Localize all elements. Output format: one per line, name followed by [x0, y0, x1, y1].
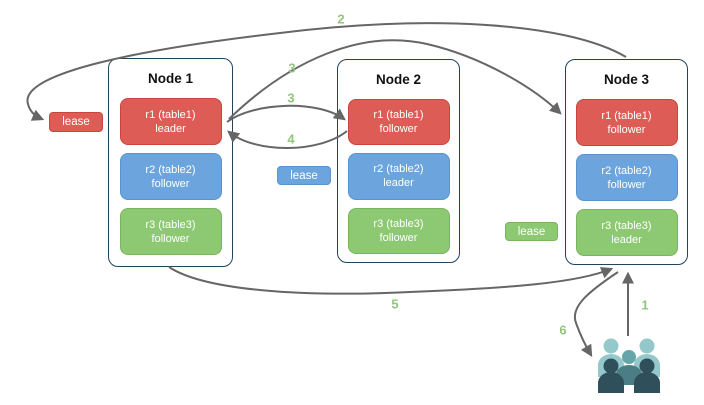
replica-name: r2 (table2) — [601, 164, 652, 177]
replica-role: leader — [611, 233, 642, 246]
lease-tag-table1: lease — [49, 112, 103, 132]
node-1-replica-r2: r2 (table2) follower — [119, 153, 222, 200]
arrow-5-node1-to-node3 — [168, 266, 614, 295]
node-2-replica-r2: r2 (table2) leader — [347, 153, 450, 200]
replica-role: follower — [607, 123, 646, 136]
step-label-5: 5 — [391, 296, 399, 312]
node-3-replica-r3: r3 (table3) leader — [575, 209, 678, 256]
node-1-replica-r1: r1 (table1) leader — [119, 98, 222, 145]
replica-role: leader — [383, 177, 414, 190]
replica-role: follower — [151, 177, 190, 190]
replica-name: r1 (table1) — [601, 109, 652, 122]
step-label-3-local: 3 — [287, 90, 295, 106]
step-label-1: 1 — [641, 297, 649, 313]
replica-name: r3 (table3) — [601, 219, 652, 232]
users-group-icon — [598, 338, 660, 393]
replica-name: r1 (table1) — [373, 109, 424, 122]
lease-tag-table2: lease — [277, 166, 331, 185]
replica-role: follower — [379, 231, 418, 244]
replica-role: follower — [151, 232, 190, 245]
replica-name: r2 (table2) — [373, 163, 424, 176]
node-1-title: Node 1 — [147, 71, 193, 86]
node-2: Node 2 r1 (table1) follower r2 (table2) … — [337, 59, 460, 263]
node-3: Node 3 r1 (table1) follower r2 (table2) … — [565, 59, 688, 265]
node-2-replica-r3: r3 (table3) follower — [347, 207, 450, 254]
node-1-replica-r3: r3 (table3) follower — [119, 208, 222, 255]
replica-name: r1 (table1) — [145, 108, 196, 121]
arrow-3-node1-to-node2 — [226, 104, 346, 123]
node-1: Node 1 r1 (table1) leader r2 (table2) fo… — [108, 58, 233, 267]
step-label-4: 4 — [287, 131, 295, 147]
lease-tag-table3: lease — [505, 222, 558, 241]
node-2-replica-r1: r1 (table1) follower — [347, 99, 450, 146]
replica-name: r3 (table3) — [373, 217, 424, 230]
replica-role: follower — [379, 123, 418, 136]
node-2-title: Node 2 — [375, 72, 421, 87]
step-label-3-remote: 3 — [288, 60, 296, 76]
step-label-2: 2 — [337, 11, 345, 27]
replica-name: r2 (table2) — [145, 163, 196, 176]
node-3-replica-r1: r1 (table1) follower — [575, 99, 678, 146]
replica-role: follower — [607, 178, 646, 191]
replica-role: leader — [155, 122, 186, 135]
node-3-title: Node 3 — [603, 72, 649, 87]
node-3-replica-r2: r2 (table2) follower — [575, 154, 678, 201]
step-label-6: 6 — [559, 322, 567, 338]
replica-name: r3 (table3) — [145, 218, 196, 231]
arrow-6-node3-to-users — [573, 271, 619, 358]
